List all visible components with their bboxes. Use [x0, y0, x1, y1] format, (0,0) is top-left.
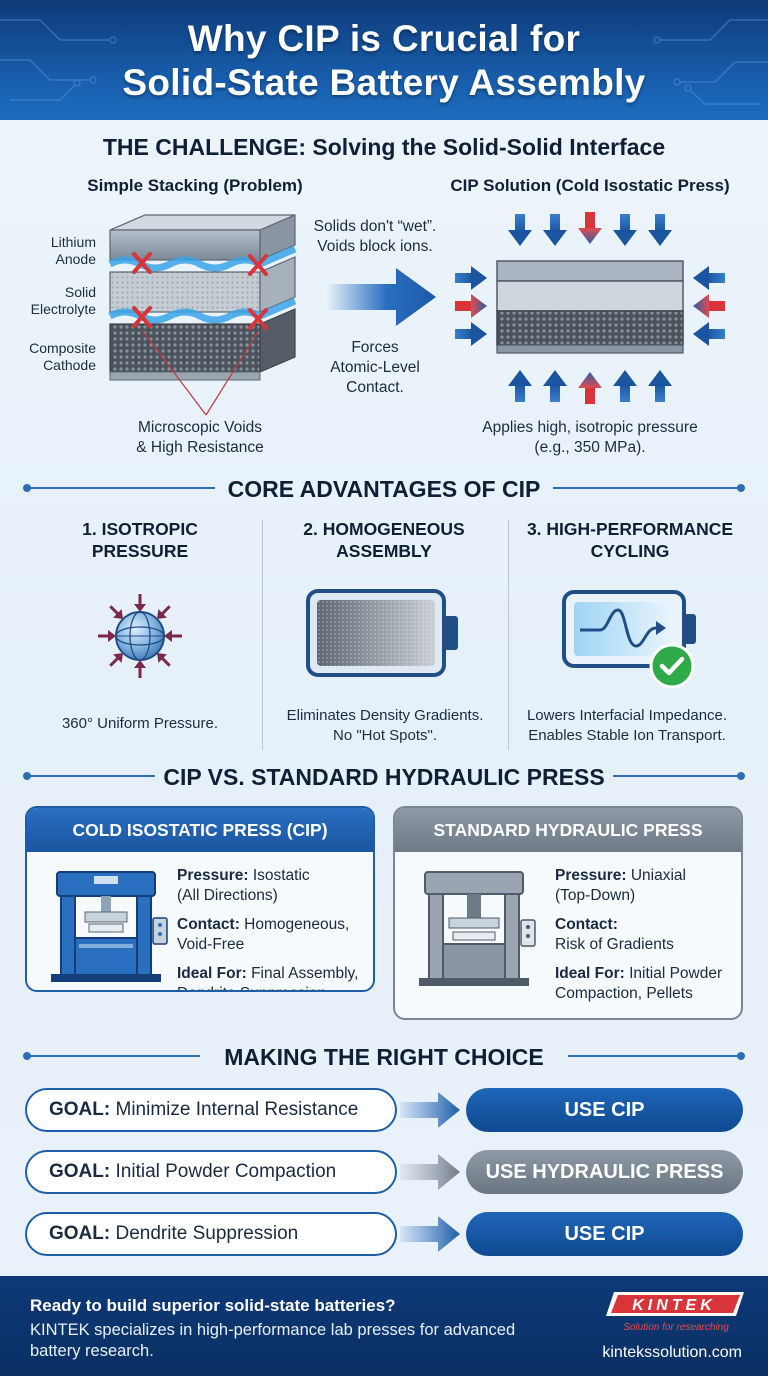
- isotropic-sphere-icon: [96, 592, 184, 680]
- solution-heading: CIP Solution (Cold Isostatic Press): [450, 176, 730, 195]
- battery-stack-problem-illustration: [108, 214, 297, 416]
- advantages-divider-1: [262, 520, 263, 750]
- goal-2-text: Initial Powder Compaction: [115, 1161, 337, 1182]
- advantages-title: CORE ADVANTAGES OF CIP: [227, 476, 541, 502]
- goal-2-arrow-icon: [400, 1154, 460, 1190]
- advantage-3-title-1: 3. HIGH-PERFORMANCE: [526, 519, 734, 539]
- problem-heading: Simple Stacking (Problem): [87, 176, 303, 195]
- advantage-1-title-1: 1. ISOTROPIC: [82, 519, 198, 539]
- cip-pressure-value-2: (All Directions): [177, 887, 278, 904]
- goal-3-label: GOAL:: [49, 1223, 111, 1244]
- goal-1-arrow-icon: [400, 1092, 460, 1128]
- header: Why CIP is Crucial for Solid-State Batte…: [0, 0, 768, 120]
- advantage-1-caption-1: 360° Uniform Pressure.: [61, 715, 219, 732]
- advantage-3-caption-2: Enables Stable Ion Transport.: [528, 727, 726, 744]
- goal-3-arrow-icon: [400, 1216, 460, 1252]
- arrow-text-bottom-3: Contact.: [346, 379, 404, 396]
- hydraulic-pressure-value: Uniaxial: [630, 867, 686, 884]
- advantages-divider-2: [508, 520, 509, 750]
- advantage-2-title-2: ASSEMBLY: [336, 541, 432, 561]
- hydraulic-pressure-value-2: (Top-Down): [555, 887, 636, 904]
- advantages-divider-right: [553, 484, 745, 492]
- choice-divider-right: [568, 1052, 745, 1060]
- cip-card: COLD ISOSTATIC PRESS (CIP) Pressure: Iso…: [25, 806, 375, 992]
- kintek-logo-text: KINTEK: [632, 1297, 716, 1314]
- goal-2-label: GOAL:: [49, 1161, 111, 1182]
- hydraulic-contact-label: Contact:: [555, 916, 618, 933]
- choice-title: MAKING THE RIGHT CHOICE: [224, 1044, 544, 1070]
- goal-row-2: GOAL: Initial Powder Compaction: [25, 1150, 397, 1194]
- cip-ideal-label: Ideal For:: [177, 965, 247, 982]
- goal-row-1: GOAL: Minimize Internal Resistance: [25, 1088, 397, 1132]
- cip-contact-value: Homogeneous,: [244, 916, 350, 933]
- homogeneous-battery-icon: [306, 589, 458, 677]
- advantage-2-title-1: 2. HOMOGENEOUS: [303, 519, 465, 539]
- voids-caption-2: & High Resistance: [136, 439, 264, 456]
- arrow-text-bottom-2: Atomic-Level: [330, 359, 420, 376]
- forward-arrow-icon: [326, 268, 436, 326]
- hydraulic-card: STANDARD HYDRAULIC PRESS Pressure: Uniax…: [393, 806, 743, 1020]
- label-lithium-anode: Lithium Anode: [50, 234, 96, 267]
- label-composite-cathode: Composite Cathode: [29, 340, 96, 373]
- hydraulic-ideal-value: Initial Powder: [629, 965, 723, 982]
- cip-card-heading: COLD ISOSTATIC PRESS (CIP): [27, 808, 373, 852]
- advantage-3-title-2: CYCLING: [590, 541, 670, 561]
- cip-ideal-value: Final Assembly,: [251, 965, 359, 982]
- advantage-1-title-2: PRESSURE: [91, 541, 189, 561]
- advantage-2-caption-2: No "Hot Spots".: [332, 727, 438, 744]
- label-solid-electrolyte: Solid Electrolyte: [30, 284, 96, 317]
- cip-pressure-label: Pressure:: [177, 867, 249, 884]
- kintek-logo-icon: KINTEK Solution for researching: [606, 1292, 744, 1333]
- voids-caption-1: Microscopic Voids: [137, 419, 263, 436]
- arrow-text-top-2: Voids block ions.: [317, 238, 433, 255]
- challenge-title: THE CHALLENGE: Solving the Solid-Solid I…: [102, 134, 666, 160]
- cip-solution-illustration: [455, 212, 725, 404]
- cycling-battery-check-icon: [562, 590, 696, 689]
- circuit-pattern-icon: [0, 19, 768, 105]
- goal-1-label: GOAL:: [49, 1099, 111, 1120]
- arrow-text-top-1: Solids don't “wet”.: [313, 218, 437, 235]
- solution-caption-1: Applies high, isotropic pressure: [482, 419, 698, 436]
- use-cip-button-1: USE CIP: [466, 1088, 743, 1132]
- title-line-1: Why CIP is Crucial for: [187, 18, 581, 59]
- goal-row-3: GOAL: Dendrite Suppression: [25, 1212, 397, 1256]
- advantage-3-caption-1: Lowers Interfacial Impedance.: [526, 707, 728, 724]
- comparison-title: CIP VS. STANDARD HYDRAULIC PRESS: [163, 764, 605, 790]
- advantages-divider-left: [23, 484, 215, 492]
- cip-press-icon: [51, 871, 168, 982]
- goal-3-text: Dendrite Suppression: [115, 1223, 299, 1244]
- choice-divider-left: [23, 1052, 200, 1060]
- kintek-tagline: Solution for researching: [623, 1322, 729, 1333]
- hydraulic-contact-value-2: Risk of Gradients: [555, 936, 674, 953]
- use-cip-button-2: USE CIP: [466, 1212, 743, 1256]
- cip-pressure-value: Isostatic: [252, 867, 310, 884]
- arrow-text-bottom-1: Forces: [351, 339, 399, 356]
- hydraulic-ideal-label: Ideal For:: [555, 965, 625, 982]
- solution-caption-2: (e.g., 350 MPa).: [534, 439, 646, 456]
- cip-contact-value-2: Void-Free: [177, 936, 245, 953]
- goal-1-text: Minimize Internal Resistance: [115, 1099, 359, 1120]
- title-line-2: Solid-State Battery Assembly: [122, 62, 646, 103]
- hydraulic-pressure-label: Pressure:: [555, 867, 627, 884]
- footer-description: KINTEK specializes in high-performance l…: [30, 1321, 516, 1360]
- hydraulic-ideal-value-2: Compaction, Pellets: [555, 985, 693, 1002]
- advantage-2-caption-1: Eliminates Density Gradients.: [286, 707, 484, 724]
- footer-cta: Ready to build superior solid-state batt…: [30, 1296, 396, 1315]
- comparison-divider-right: [613, 772, 745, 780]
- cip-contact-label: Contact:: [177, 916, 240, 933]
- use-hydraulic-press-button: USE HYDRAULIC PRESS: [466, 1150, 743, 1194]
- footer-website[interactable]: kintekssolution.com: [602, 1344, 742, 1361]
- footer: Ready to build superior solid-state batt…: [0, 1276, 768, 1376]
- hydraulic-card-heading: STANDARD HYDRAULIC PRESS: [395, 808, 741, 852]
- hydraulic-press-icon: [419, 871, 536, 986]
- cip-ideal-value-2: Dendrite Suppression: [177, 984, 326, 990]
- comparison-divider-left: [23, 772, 155, 780]
